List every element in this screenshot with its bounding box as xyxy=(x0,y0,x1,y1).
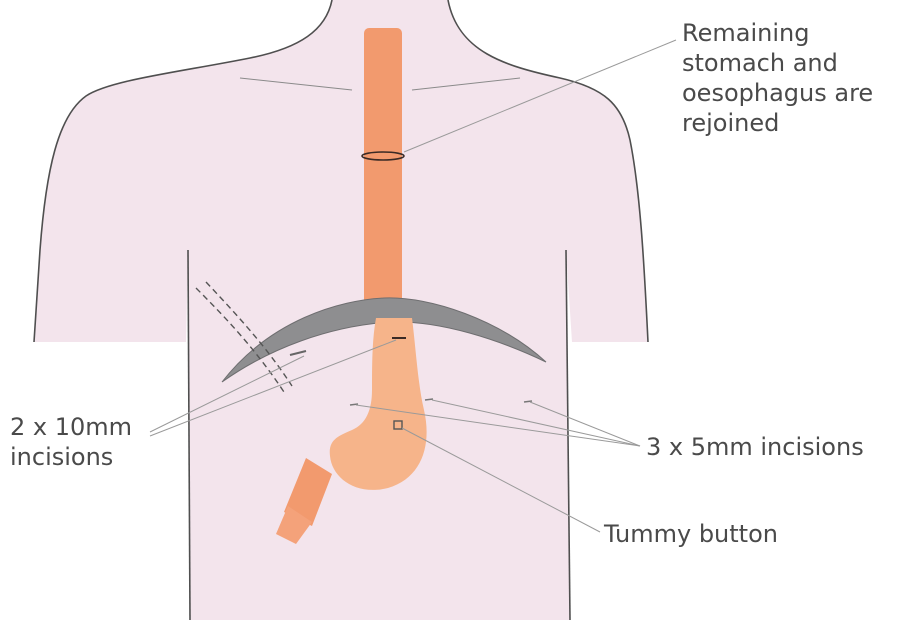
label-10mm-line-2: incisions xyxy=(10,442,132,472)
oesophagus xyxy=(364,28,402,318)
incision-5mm-middle xyxy=(425,399,433,400)
label-tummy-button: Tummy button xyxy=(604,519,778,549)
label-rejoined-line-2: stomach and xyxy=(682,48,873,78)
label-5mm-incisions: 3 x 5mm incisions xyxy=(646,432,864,462)
label-rejoined-line-4: rejoined xyxy=(682,108,873,138)
label-10mm-line-1: 2 x 10mm xyxy=(10,412,132,442)
label-rejoined-line-1: Remaining xyxy=(682,18,873,48)
label-10mm-incisions: 2 x 10mm incisions xyxy=(10,412,132,472)
label-rejoined-line-3: oesophagus are xyxy=(682,78,873,108)
label-rejoined: Remaining stomach and oesophagus are rej… xyxy=(682,18,873,138)
